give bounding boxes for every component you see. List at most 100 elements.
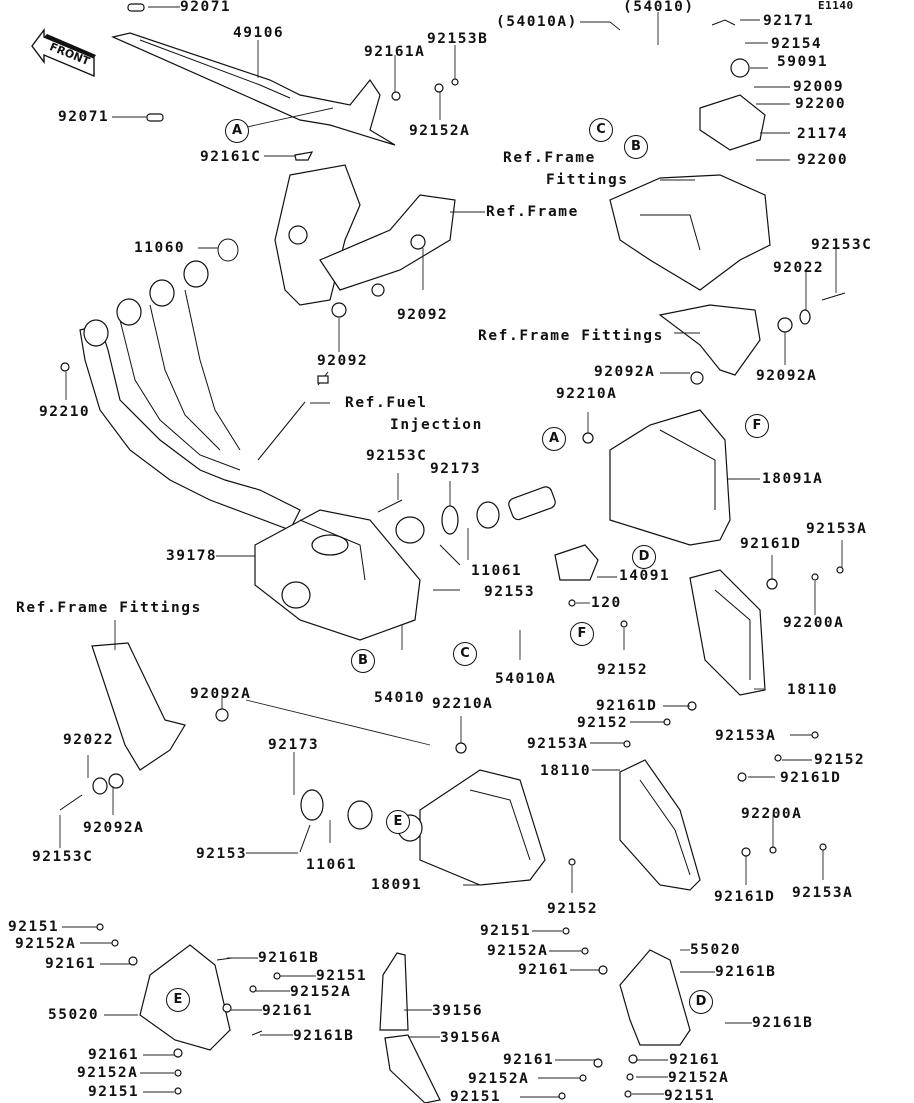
- part-label: 92161D: [596, 698, 658, 714]
- part-label: 92161: [88, 1047, 140, 1063]
- trim-39156-shape: [379, 952, 409, 1031]
- part-label: 55020: [48, 1007, 100, 1023]
- gasket-11061-m: [476, 501, 500, 529]
- part-label: 92022: [63, 732, 115, 748]
- part-label: 92161B: [293, 1028, 355, 1044]
- part-label: 92161: [45, 956, 97, 972]
- part-label: 92151: [664, 1088, 716, 1103]
- bush-92092A-m: [690, 371, 704, 385]
- callout-e-mid: E: [386, 810, 410, 834]
- callout-f-top: F: [745, 414, 769, 438]
- part-label: 54010: [374, 690, 426, 706]
- o2-sensor: [257, 371, 329, 461]
- part-label: 11061: [306, 857, 358, 873]
- part-label: 92210: [39, 404, 91, 420]
- part-label: 92173: [430, 461, 482, 477]
- gasket-11060: [217, 238, 239, 262]
- part-label: 92153A: [715, 728, 777, 744]
- washer-92200A-a: [811, 573, 819, 581]
- nut-92152-f: [620, 620, 628, 628]
- cover-55020-r-shape: [619, 949, 691, 1046]
- part-label: 92152A: [77, 1065, 139, 1081]
- part-label: 92161D: [714, 889, 776, 905]
- part-label: 18110: [787, 682, 839, 698]
- tray-shape: [609, 174, 771, 291]
- nut-92210: [60, 362, 70, 372]
- left-frame-fitting-shape: [91, 642, 186, 771]
- ref-frame-fittings-top-line1: Ref.Frame: [503, 150, 596, 166]
- part-label: 92173: [268, 737, 320, 753]
- bush-92092A-r: [777, 317, 793, 333]
- part-label: 120: [591, 595, 622, 611]
- part-label: 92200: [797, 152, 849, 168]
- part-label: 92161A: [364, 44, 426, 60]
- part-label: 92092A: [83, 820, 145, 836]
- silencer-18091-shape: [419, 769, 546, 886]
- callout-b-mid: B: [351, 649, 375, 673]
- figure-code: E1140: [818, 0, 854, 12]
- part-label: 92152A: [15, 936, 77, 952]
- silencer-18091A-shape: [609, 409, 731, 546]
- part-label: 92161B: [752, 1015, 814, 1031]
- washer-92152-b: [663, 718, 671, 726]
- part-label: 39178: [166, 548, 218, 564]
- bolt-92153A-b: [623, 740, 631, 748]
- part-label: 18091A: [762, 471, 824, 487]
- frame-bracket-shape: [274, 164, 361, 306]
- ref-frame-fittings-left: Ref.Frame Fittings: [16, 600, 202, 616]
- clip-92171: [711, 19, 736, 26]
- part-label: 39156: [432, 1003, 484, 1019]
- nut-92161A: [391, 91, 401, 101]
- callout-d-bottom: D: [689, 990, 713, 1014]
- part-label: 11061: [471, 563, 523, 579]
- part-label: 92152A: [668, 1070, 730, 1086]
- part-label: 92153C: [366, 448, 428, 464]
- part-label: 92161B: [258, 950, 320, 966]
- nut-92092-l: [331, 302, 347, 318]
- part-label: 92161: [518, 962, 570, 978]
- part-label: 92161: [503, 1052, 555, 1068]
- part-label: 92161: [262, 1003, 314, 1019]
- part-label: 54010A: [495, 671, 557, 687]
- nut-92210A-top: [582, 432, 594, 444]
- part-label: 92152: [577, 715, 629, 731]
- part-label: 21174: [797, 126, 849, 142]
- callout-a-top: A: [225, 119, 249, 143]
- ref-fuel-injection-line2: Injection: [390, 417, 483, 433]
- part-label: 92152A: [409, 123, 471, 139]
- part-label: 92153A: [792, 885, 854, 901]
- washer-92152A: [434, 83, 444, 93]
- part-label: 92009: [793, 79, 845, 95]
- part-label: 92152A: [468, 1071, 530, 1087]
- callout-f-mid: F: [570, 622, 594, 646]
- washer-92152-c: [774, 754, 782, 762]
- callout-c-mid: C: [453, 642, 477, 666]
- part-label: 92092A: [594, 364, 656, 380]
- part-label: 92071: [180, 0, 232, 15]
- washer-92022-r: [799, 309, 811, 325]
- exhaust-header-pipes: [60, 238, 329, 531]
- nut-92210A-b: [455, 742, 467, 754]
- part-label: 92152: [547, 901, 599, 917]
- part-label: 92092: [317, 353, 369, 369]
- part-label: 92153: [484, 584, 536, 600]
- callout-b-top: B: [624, 135, 648, 159]
- muffler-bracket-right: [658, 304, 761, 376]
- trim-39156A-shape: [384, 1034, 441, 1103]
- bolt-92153C-l: [59, 794, 83, 811]
- heatshield-18110-b-shape: [619, 759, 701, 891]
- part-label: 39156A: [440, 1030, 502, 1046]
- part-label: 18110: [540, 763, 592, 779]
- front-direction-arrow-icon: FRONT: [31, 28, 96, 78]
- part-label: 92092: [397, 307, 449, 323]
- part-label: 92152: [814, 752, 866, 768]
- heatshield-18110-a-shape: [689, 569, 766, 696]
- part-label: 92152A: [487, 943, 549, 959]
- part-label: 92200A: [783, 615, 845, 631]
- bolt-92153-l: [299, 824, 311, 853]
- part-label: 92022: [773, 260, 825, 276]
- ref-frame-label: Ref.Frame: [486, 204, 579, 220]
- bolt-92153C-r: [821, 292, 846, 301]
- part-label: 92153C: [32, 849, 94, 865]
